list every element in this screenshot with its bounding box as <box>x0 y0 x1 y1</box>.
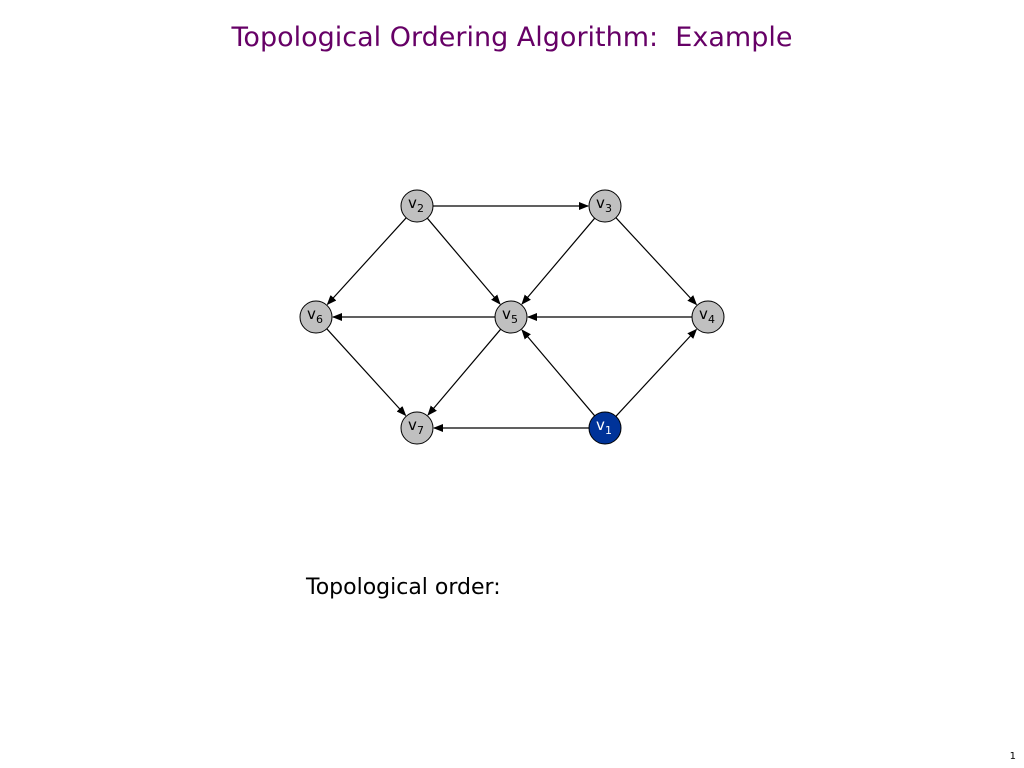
node-label: v2 <box>408 194 424 215</box>
edge-v1-v4 <box>615 328 698 417</box>
node-label: v5 <box>502 305 518 326</box>
node-label-subscript: 5 <box>511 313 518 326</box>
node-v2: v2 <box>400 189 434 223</box>
node-label-base: v <box>307 305 316 323</box>
node-circle <box>588 411 622 445</box>
node-label-subscript: 4 <box>708 313 715 326</box>
node-v1: v1 <box>588 411 622 445</box>
node-v4: v4 <box>691 300 725 334</box>
topological-order-label: Topological order: <box>306 575 501 600</box>
edge-v3-v5 <box>521 217 596 305</box>
node-v7: v7 <box>400 411 434 445</box>
node-label: v3 <box>596 194 612 215</box>
node-label: v6 <box>307 305 323 326</box>
edges-layer <box>326 202 698 432</box>
node-circle <box>494 300 528 334</box>
node-v3: v3 <box>588 189 622 223</box>
node-circle <box>588 189 622 223</box>
edge-v6-v7 <box>326 328 407 417</box>
node-label: v7 <box>408 416 424 437</box>
edge-v5-v7 <box>427 328 502 416</box>
node-label: v4 <box>699 305 715 326</box>
node-circle <box>400 189 434 223</box>
edge-v1-v5 <box>521 329 596 417</box>
node-circle <box>691 300 725 334</box>
edge-v3-v4 <box>615 217 698 306</box>
node-label-subscript: 6 <box>316 313 323 326</box>
page-number: 1 <box>1009 751 1016 762</box>
node-circle <box>299 300 333 334</box>
node-label-base: v <box>408 416 417 434</box>
slide-title: Topological Ordering Algorithm: Example <box>231 22 793 53</box>
node-label-subscript: 2 <box>417 202 424 215</box>
node-label-base: v <box>502 305 511 323</box>
node-v6: v6 <box>299 300 333 334</box>
edge-v2-v5 <box>426 217 501 305</box>
node-label-base: v <box>596 416 605 434</box>
node-label-subscript: 3 <box>605 202 612 215</box>
node-v5: v5 <box>494 300 528 334</box>
node-label-base: v <box>699 305 708 323</box>
node-circle <box>400 411 434 445</box>
node-label: v1 <box>596 416 612 437</box>
node-label-subscript: 7 <box>417 424 424 437</box>
node-label-subscript: 1 <box>605 424 612 437</box>
edge-v2-v6 <box>326 217 407 306</box>
node-label-base: v <box>408 194 417 212</box>
node-label-base: v <box>596 194 605 212</box>
